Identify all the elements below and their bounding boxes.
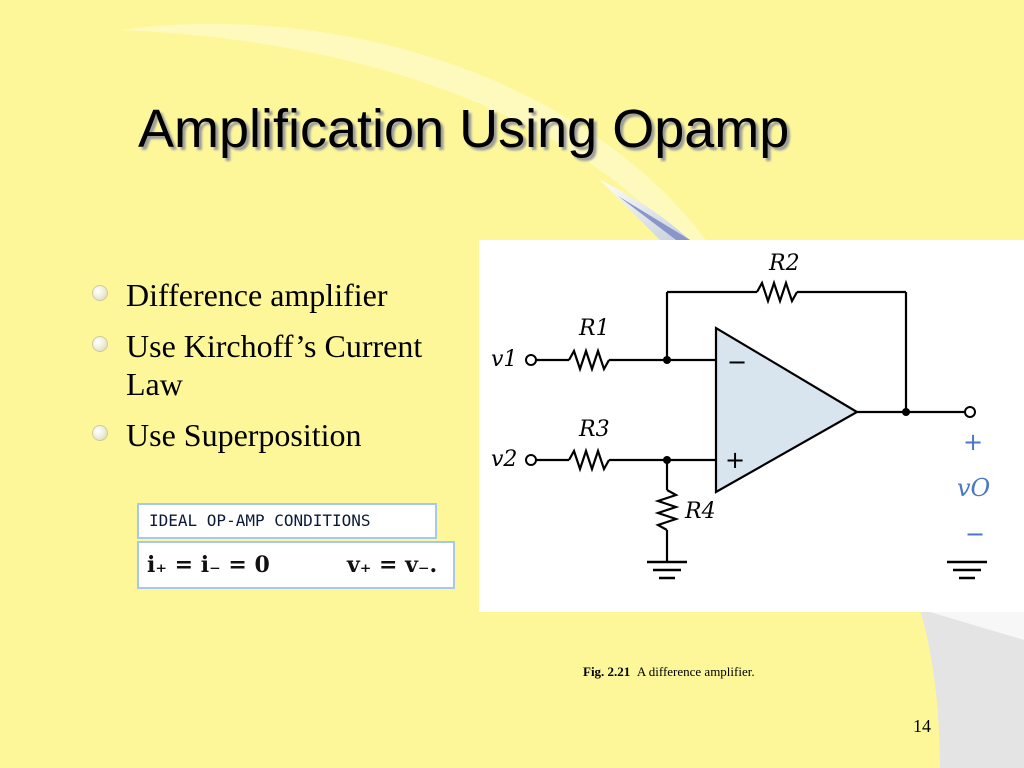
- v2-label: v2: [491, 447, 517, 472]
- current-condition-equation: i₊ = i₋ = 0: [147, 552, 270, 578]
- figure-caption: Fig. 2.21 A difference amplifier.: [583, 664, 755, 680]
- r3-label: R3: [578, 417, 610, 442]
- r2-resistor: [756, 279, 798, 305]
- ground-symbol: [647, 560, 687, 580]
- output-minus-sign: −: [965, 520, 985, 548]
- bullet-text: Use Kirchoff’s Current Law: [126, 328, 423, 402]
- list-item: Use Superposition: [92, 416, 462, 454]
- vo-terminal: [964, 406, 976, 418]
- bullet-list: Difference amplifier Use Kirchoff’s Curr…: [92, 276, 462, 467]
- r1-label: R1: [578, 316, 610, 341]
- output-ground-symbol: [947, 560, 987, 580]
- list-item: Difference amplifier: [92, 276, 462, 314]
- noninverting-input-sign: +: [725, 446, 745, 474]
- list-item: Use Kirchoff’s Current Law: [92, 327, 462, 403]
- r4-label: R4: [684, 499, 716, 524]
- vo-label: vO: [957, 474, 991, 502]
- bullet-text: Difference amplifier: [126, 277, 388, 313]
- r1-resistor: [568, 347, 610, 373]
- bullet-icon: [92, 285, 108, 301]
- output-plus-sign: +: [963, 428, 983, 456]
- v1-label: v1: [491, 347, 517, 372]
- difference-amplifier-diagram: R2 R1 R3 R4 v1 v2 − + + vO −: [491, 251, 991, 580]
- v2-terminal: [525, 454, 537, 466]
- conditions-header: IDEAL OP-AMP CONDITIONS: [137, 503, 437, 539]
- r3-resistor: [568, 447, 610, 473]
- inverting-input-sign: −: [727, 348, 747, 376]
- bullet-text: Use Superposition: [126, 417, 362, 453]
- slide-title: Amplification Using Opamp: [138, 99, 790, 159]
- caption-text: A difference amplifier.: [636, 664, 755, 679]
- r2-label: R2: [768, 251, 800, 276]
- bullet-icon: [92, 425, 108, 441]
- circuit-figure: R2 R1 R3 R4 v1 v2 − + + vO −: [479, 240, 1024, 612]
- opamp-triangle: [714, 326, 860, 494]
- caption-label: Fig. 2.21: [583, 664, 631, 679]
- voltage-condition-equation: v₊ = v₋.: [347, 552, 438, 578]
- bullet-icon: [92, 336, 108, 352]
- page-number: 14: [913, 716, 931, 736]
- v1-terminal: [525, 354, 537, 366]
- r4-resistor: [654, 489, 680, 531]
- conditions-equations: i₊ = i₋ = 0 v₊ = v₋.: [137, 541, 455, 589]
